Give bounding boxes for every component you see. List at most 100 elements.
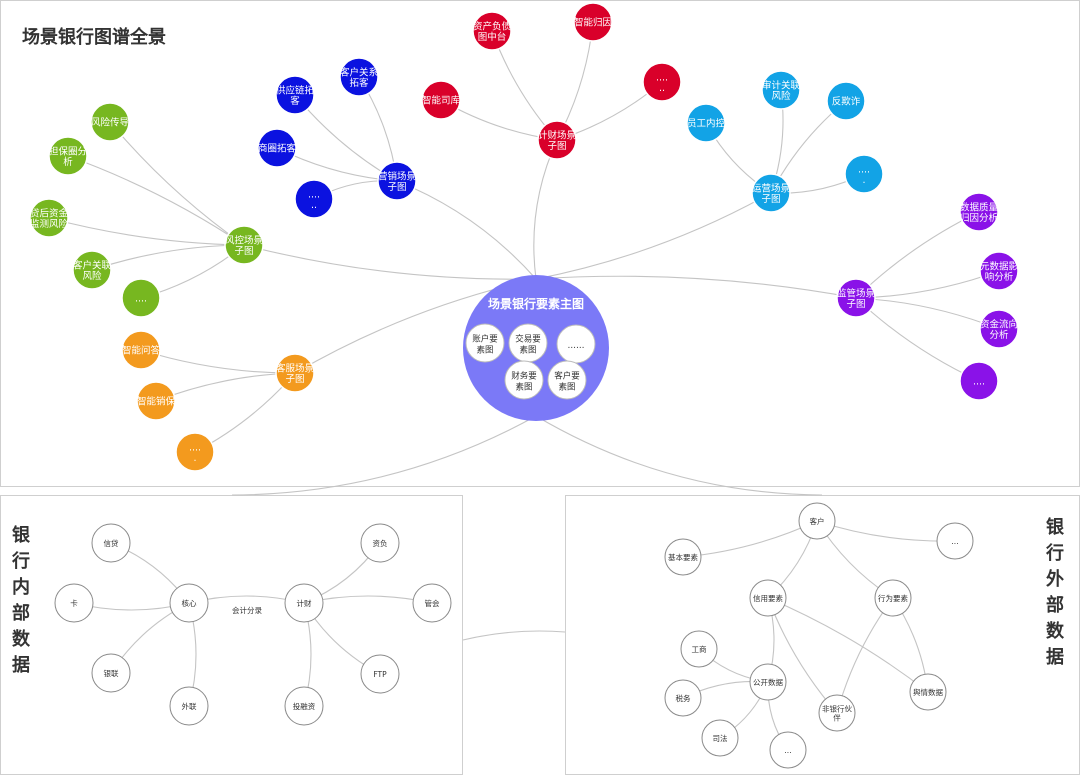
hub-connector-0 xyxy=(243,244,537,280)
item-1-2-circle[interactable] xyxy=(257,128,297,168)
internal-title-char: 银 xyxy=(12,524,31,546)
item-1-0-circle[interactable] xyxy=(275,75,315,115)
external-node-4-circle[interactable] xyxy=(874,579,912,617)
item-4-0-circle[interactable] xyxy=(959,192,999,232)
external-node-6-circle[interactable] xyxy=(749,663,787,701)
hub-1-circle[interactable] xyxy=(377,161,417,201)
item-0-4-circle[interactable] xyxy=(121,278,161,318)
external-node-0-circle[interactable] xyxy=(798,502,836,540)
center-child-1-label: 交易要素图 xyxy=(515,333,541,355)
item-4-3-circle[interactable] xyxy=(959,361,999,401)
item-1-1-circle[interactable] xyxy=(339,57,379,97)
item-0-3-label: 客户关联风险 xyxy=(73,259,112,282)
item-5-2-circle[interactable] xyxy=(175,432,215,472)
external-title-char: 行 xyxy=(1045,542,1064,564)
internal-title-char: 部 xyxy=(12,602,30,624)
external-title-char: 数 xyxy=(1046,620,1065,642)
center-child-3-label: 财务要素图 xyxy=(511,370,537,392)
external-node-11-circle[interactable] xyxy=(909,673,947,711)
external-node-1-label: 基本要素 xyxy=(668,552,698,562)
hub-5-circle[interactable] xyxy=(275,353,315,393)
item-1-3-circle[interactable] xyxy=(294,179,334,219)
item-2-3-label: ...... xyxy=(656,72,668,94)
item-0-4-label: .... xyxy=(135,294,147,305)
hub-3-label: 运营场景子图 xyxy=(752,182,790,205)
center-child-3-circle[interactable] xyxy=(504,360,544,400)
item-4-1-circle[interactable] xyxy=(979,251,1019,291)
item-2-2-label: 智能司库 xyxy=(422,95,461,107)
external-edge-1 xyxy=(816,520,956,542)
item-2-0-circle[interactable] xyxy=(472,11,512,51)
external-node-1-circle[interactable] xyxy=(664,538,702,576)
internal-node-0-circle[interactable] xyxy=(91,523,131,563)
item-5-1-circle[interactable] xyxy=(136,381,176,421)
item-4-2-circle[interactable] xyxy=(979,309,1019,349)
center-to-external-line xyxy=(535,415,823,496)
item-3-2-label: 反欺诈 xyxy=(832,96,861,108)
item-1-0-label: 供应链拓客 xyxy=(276,84,315,107)
internal-node-4-circle[interactable] xyxy=(169,686,209,726)
internal-node-9-circle[interactable] xyxy=(284,686,324,726)
external-title-char: 据 xyxy=(1046,646,1064,668)
internal-node-8-circle[interactable] xyxy=(360,654,400,694)
item-3-0-circle[interactable] xyxy=(686,103,726,143)
item-4-2-label: 资金流向分析 xyxy=(980,318,1018,341)
internal-node-2-circle[interactable] xyxy=(169,583,209,623)
item-connector-4-2 xyxy=(855,297,1000,330)
item-connector-4-0 xyxy=(855,211,980,299)
item-3-2-circle[interactable] xyxy=(826,81,866,121)
internal-node-8-label: FTP xyxy=(373,670,387,679)
internal-node-5-circle[interactable] xyxy=(284,583,324,623)
item-1-1-label: 客户关系拓客 xyxy=(340,66,378,89)
item-3-1-circle[interactable] xyxy=(761,70,801,110)
external-title-char: 银 xyxy=(1046,516,1065,538)
item-0-1-label: 担保圈分析 xyxy=(49,145,88,168)
internal-node-7-label: 管会 xyxy=(425,598,440,608)
item-2-2-circle[interactable] xyxy=(421,80,461,120)
internal-title-char: 内 xyxy=(12,576,30,598)
internal-external-line xyxy=(462,630,566,641)
item-2-1-label: 智能归因 xyxy=(574,17,612,29)
center-child-4-circle[interactable] xyxy=(547,360,587,400)
internal-node-3-circle[interactable] xyxy=(91,653,131,693)
hub-4-label: 监管场景子图 xyxy=(837,287,875,310)
internal-title-char: 行 xyxy=(11,550,30,572)
item-1-2-label: 商圈拓客 xyxy=(258,143,297,155)
item-0-2-circle[interactable] xyxy=(29,198,69,238)
internal-node-4-label: 外联 xyxy=(182,701,197,711)
external-node-5-circle[interactable] xyxy=(680,630,718,668)
item-0-0-circle[interactable] xyxy=(90,102,130,142)
item-2-3-circle[interactable] xyxy=(642,62,682,102)
item-0-3-circle[interactable] xyxy=(72,250,112,290)
external-node-9-circle[interactable] xyxy=(769,731,807,769)
item-connector-0-3 xyxy=(91,244,245,271)
internal-title-char: 数 xyxy=(12,628,31,650)
item-0-0-label: 风险传导 xyxy=(91,117,129,129)
item-2-1-circle[interactable] xyxy=(573,2,613,42)
hub-connector-4 xyxy=(535,275,857,299)
item-3-3-circle[interactable] xyxy=(844,154,884,194)
hub-3-circle[interactable] xyxy=(751,173,791,213)
external-node-9-label: ... xyxy=(784,746,791,755)
external-node-10-circle[interactable] xyxy=(818,694,856,732)
external-node-2-circle[interactable] xyxy=(936,522,974,560)
internal-node-6-circle[interactable] xyxy=(360,523,400,563)
internal-node-2-label: 核心 xyxy=(182,598,197,608)
item-0-1-circle[interactable] xyxy=(48,136,88,176)
hub-4-circle[interactable] xyxy=(836,278,876,318)
center-child-0-circle[interactable] xyxy=(465,323,505,363)
external-node-8-label: 司法 xyxy=(713,733,728,743)
external-node-7-circle[interactable] xyxy=(664,679,702,717)
hub-0-circle[interactable] xyxy=(224,225,264,265)
internal-node-1-circle[interactable] xyxy=(54,583,94,623)
item-5-0-circle[interactable] xyxy=(121,330,161,370)
external-node-8-circle[interactable] xyxy=(701,719,739,757)
hub-2-circle[interactable] xyxy=(537,120,577,160)
hub-connector-3 xyxy=(535,192,772,280)
external-node-3-circle[interactable] xyxy=(749,579,787,617)
item-5-1-label: 智能销保 xyxy=(137,396,176,408)
internal-node-7-circle[interactable] xyxy=(412,583,452,623)
item-connector-5-0 xyxy=(140,349,296,374)
item-1-3-label: ...... xyxy=(308,189,320,211)
